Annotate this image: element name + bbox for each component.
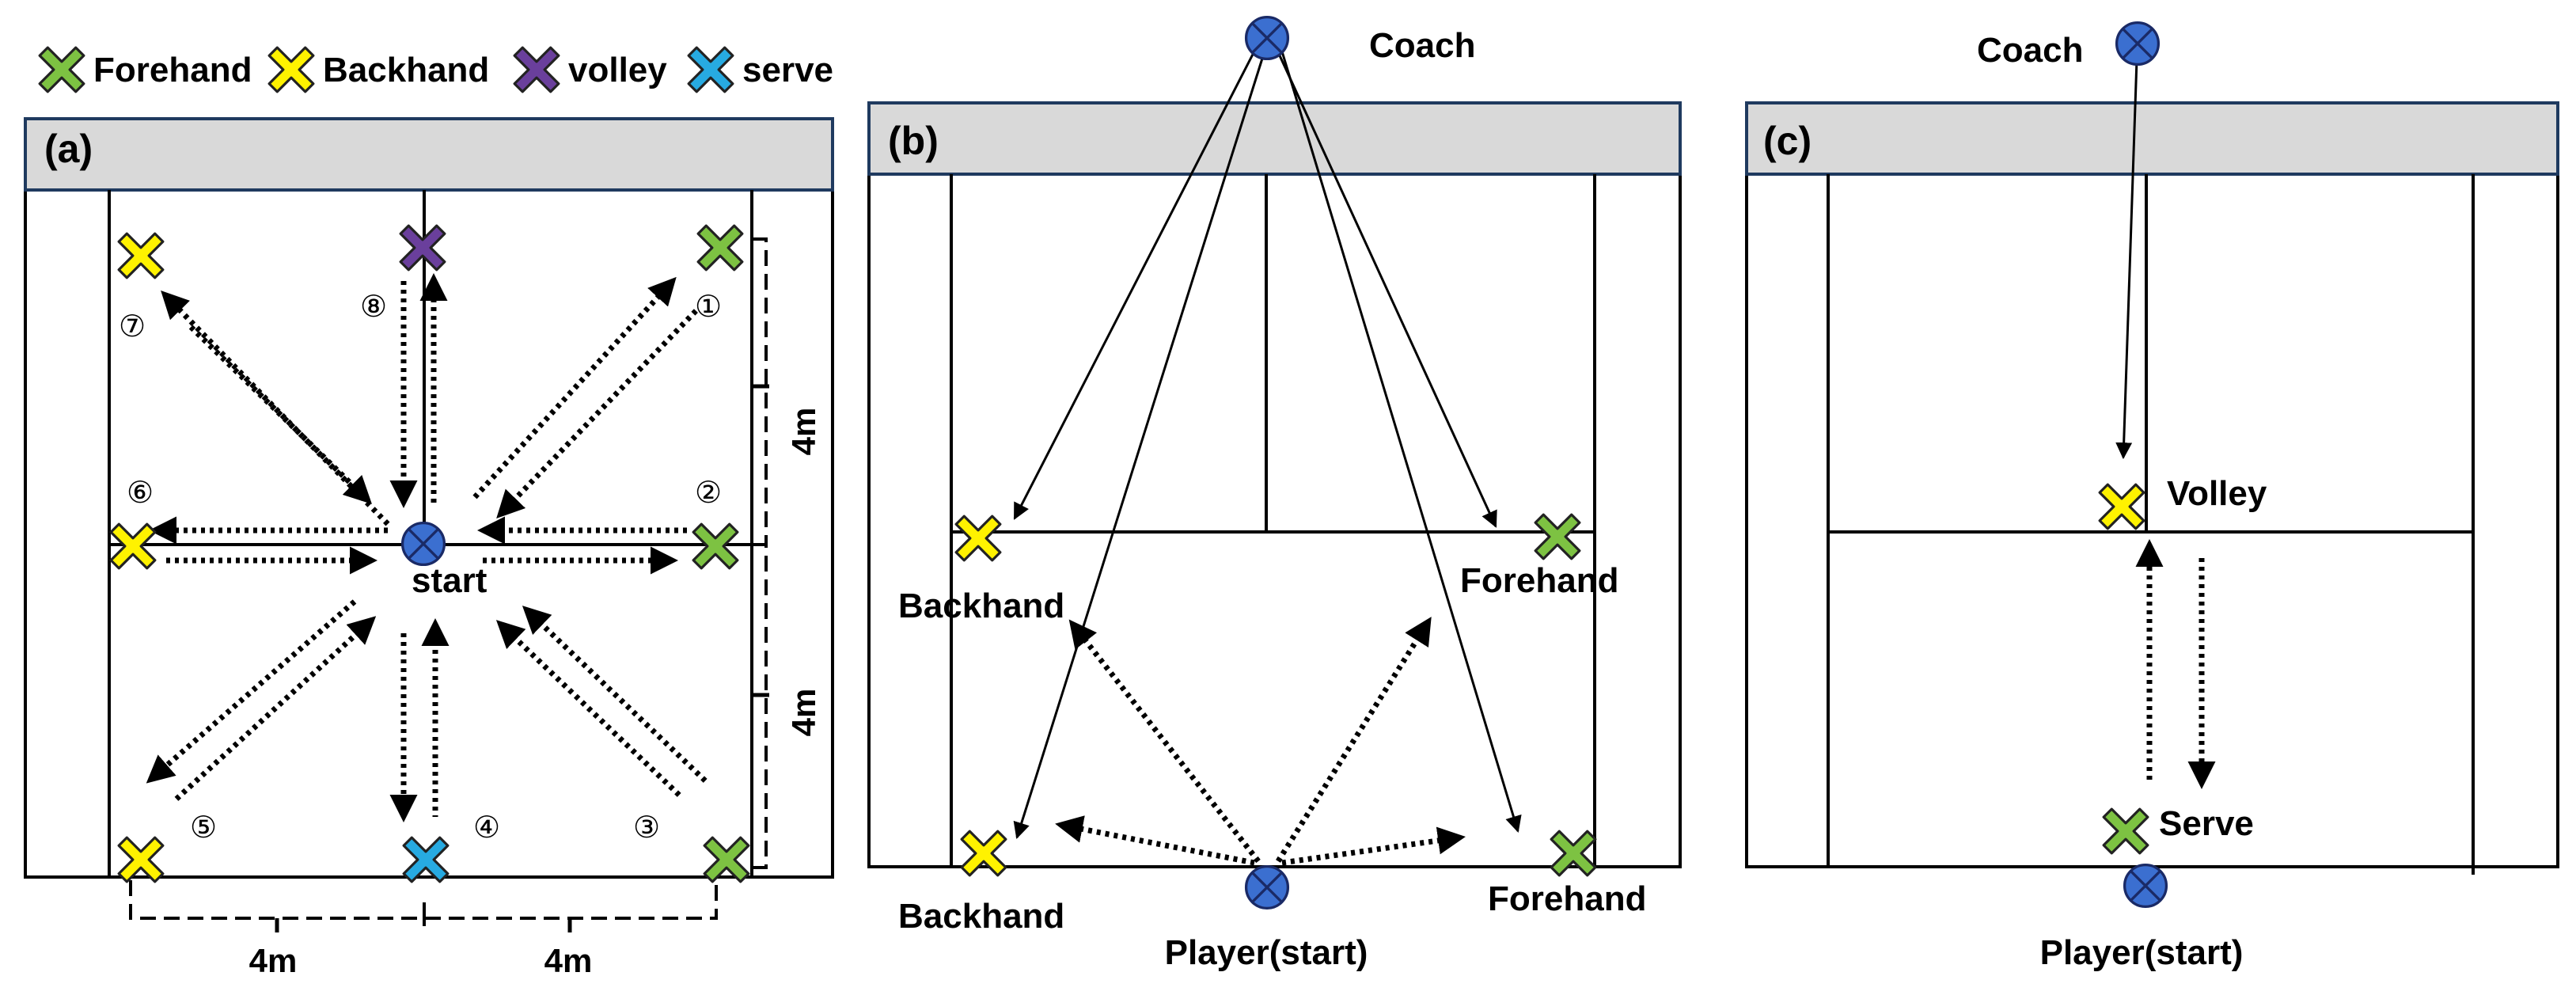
backhand-x-icon [960, 830, 1007, 877]
coach-feed-lines-b [1013, 40, 1522, 840]
coach-feed-line-c [2115, 59, 2138, 460]
serve-point-x-icon [2102, 807, 2149, 855]
player-marker-icon [2123, 863, 2168, 909]
backhand-x-icon [117, 836, 165, 883]
coach-marker-icon [1244, 15, 1290, 61]
court-b-net-header [867, 101, 1682, 176]
coach-label-b: Coach [1369, 26, 1475, 65]
panel-a: (a) [24, 117, 834, 979]
legend-volley-label: volley [568, 51, 667, 89]
station-numbers-a: ① ② ③ ④ ⑤ ⑥ ⑦ ⑧ [119, 291, 722, 845]
court-c-net-header [1745, 101, 2559, 176]
coach-label-c: Coach [1977, 31, 2083, 70]
start-marker-icon [400, 521, 446, 567]
forehand-mid-label: Forehand [1460, 561, 1618, 600]
distance-label-right-upper: 4m [785, 408, 822, 456]
panel-c-tag: (c) [1763, 119, 1812, 163]
backhand-x-icon [267, 46, 315, 93]
player-label-b: Player(start) [1165, 933, 1368, 972]
legend: Forehand Backhand volley serve [38, 46, 833, 93]
legend-forehand-label: Forehand [93, 51, 252, 89]
player-label-c: Player(start) [2040, 933, 2244, 972]
distance-label-right-lower: 4m [785, 689, 822, 737]
volley-label: Volley [2167, 474, 2267, 513]
panel-b: (b) Coach Backhand Forehand Backhand For [867, 15, 1682, 972]
distance-label-bottom-right: 4m [544, 942, 593, 979]
dimension-lines-a [129, 237, 769, 932]
station-number-8: ⑧ [360, 291, 387, 324]
volley-point-x-icon [2098, 483, 2145, 530]
station-number-3: ③ [633, 811, 660, 845]
coach-marker-icon [2115, 21, 2161, 66]
player-marker-icon [1244, 864, 1290, 910]
distance-label-bottom-left: 4m [249, 942, 298, 979]
backhand-x-icon [117, 232, 165, 279]
start-label: start [412, 561, 488, 600]
movement-arrows-a [146, 273, 711, 822]
panel-a-tag: (a) [44, 127, 93, 171]
serve-label: Serve [2159, 804, 2254, 843]
station-number-1: ① [695, 291, 722, 324]
forehand-x-icon [1534, 513, 1581, 560]
legend-backhand-label: Backhand [323, 51, 489, 89]
backhand-x-icon [954, 515, 1002, 562]
forehand-base-label: Forehand [1488, 879, 1646, 918]
player-movement-b [1055, 617, 1466, 866]
volley-x-icon [513, 46, 560, 93]
station-number-5: ⑤ [190, 811, 217, 845]
forehand-x-icon [696, 224, 744, 272]
court-b-outline [867, 101, 1682, 868]
forehand-x-icon [38, 46, 85, 93]
forehand-x-icon [703, 836, 750, 883]
backhand-mid-label: Backhand [898, 587, 1064, 625]
backhand-base-label: Backhand [898, 897, 1064, 936]
station-number-6: ⑥ [127, 477, 154, 510]
player-movement-c [2135, 539, 2216, 789]
serve-x-icon [687, 46, 734, 93]
station-number-7: ⑦ [119, 310, 146, 344]
serve-x-icon [402, 836, 450, 883]
panel-c: (c) Coach Volley Serve Player(start) [1745, 21, 2559, 972]
station-number-2: ② [695, 477, 722, 510]
legend-serve-label: serve [742, 51, 833, 89]
station-number-4: ④ [473, 811, 500, 845]
panel-b-tag: (b) [888, 119, 939, 163]
forehand-x-icon [1550, 830, 1597, 877]
court-a-net-header [24, 117, 834, 192]
